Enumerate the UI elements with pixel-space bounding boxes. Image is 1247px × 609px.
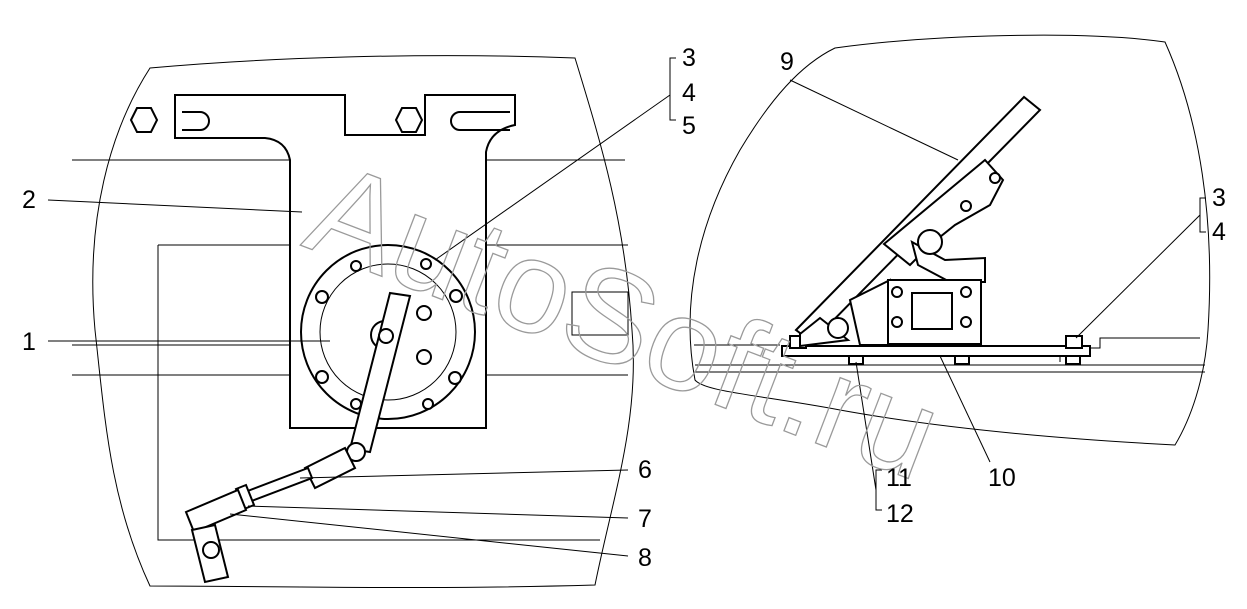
callout-3b: 3: [1212, 184, 1226, 212]
leader-line: [1075, 214, 1201, 339]
leader-line: [939, 355, 991, 463]
leader-bracket: [669, 57, 676, 121]
link-pin: [202, 541, 220, 559]
hex-bolt: [394, 107, 424, 133]
sensor-pivot: [917, 229, 943, 255]
leader-line: [229, 513, 629, 557]
clevis: [184, 488, 248, 534]
callout-10: 10: [988, 464, 1016, 492]
callout-4a: 4: [682, 79, 696, 107]
right-view: [689, 34, 1211, 511]
pedal-hinge: [799, 316, 851, 348]
bracket-slot: [450, 111, 510, 131]
pedal-arm: [882, 158, 1005, 267]
leader-line: [299, 469, 629, 479]
rod: [243, 466, 314, 504]
boss: [416, 305, 432, 321]
callout-4b: 4: [1212, 218, 1226, 246]
frame-rect: [571, 291, 629, 336]
housing-screws: [891, 286, 972, 328]
leader-line: [855, 361, 877, 491]
hex-bolt: [129, 107, 159, 133]
callout-labels: 1 2 3 4 5 6 7 8 9 3 4 10 11 12: [22, 44, 1226, 572]
leader-bracket: [1199, 197, 1206, 233]
callout-2: 2: [22, 186, 36, 214]
callout-6: 6: [638, 456, 652, 484]
rod-end-fitting: [303, 446, 357, 490]
pedal-arm-hole: [989, 172, 1001, 184]
lever-pivot: [378, 328, 394, 344]
callout-9: 9: [780, 48, 794, 76]
leader-line: [247, 505, 629, 519]
leader-line: [434, 94, 671, 261]
callout-12: 12: [886, 500, 914, 528]
actuator-body: [319, 263, 457, 401]
bracket-slot: [182, 111, 210, 131]
lever-arm: [348, 291, 412, 454]
pedal-arm-hole: [960, 200, 972, 212]
callout-3a: 3: [682, 44, 696, 72]
hinge-nut: [827, 317, 849, 339]
leader-line: [789, 79, 959, 161]
callout-7: 7: [638, 505, 652, 533]
right-panel-outline: [689, 34, 1211, 446]
boss: [416, 349, 432, 365]
left-view: [47, 55, 676, 589]
callout-1: 1: [22, 328, 36, 356]
callout-11: 11: [886, 464, 912, 492]
flange-bolts: [315, 258, 463, 410]
base-plate: [781, 345, 1091, 357]
callout-5: 5: [682, 112, 696, 140]
frame-rect: [157, 244, 600, 541]
callout-8: 8: [638, 544, 652, 572]
left-panel-outline: [92, 55, 634, 589]
sensor-window: [911, 292, 953, 330]
leader-line: [47, 199, 303, 213]
